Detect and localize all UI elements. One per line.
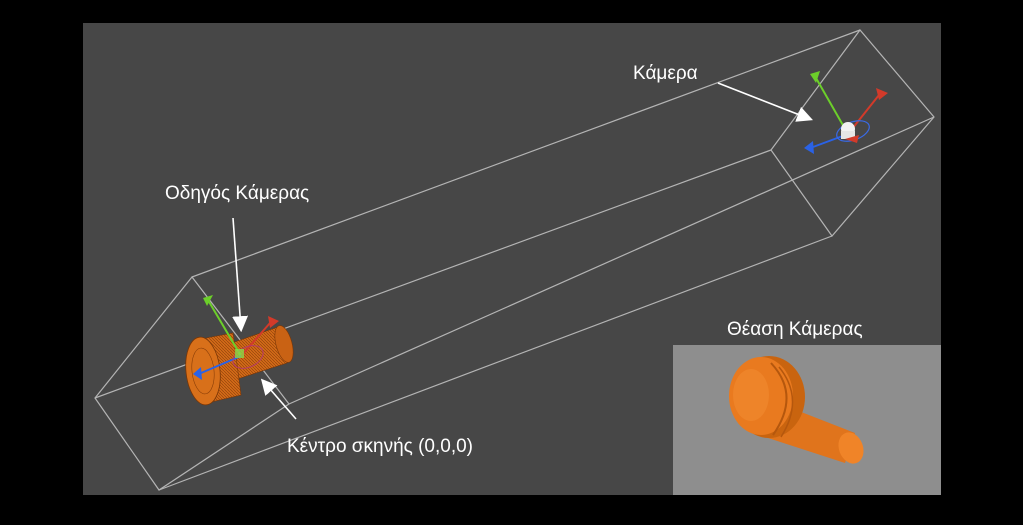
knob-cylinder-icon[interactable] bbox=[183, 324, 297, 407]
camera-gizmo-icon[interactable] bbox=[804, 71, 888, 154]
frustum-edge bbox=[158, 235, 833, 491]
frustum-edge bbox=[191, 29, 861, 278]
camera-label: Κάμερα bbox=[633, 63, 698, 84]
scene-center-label: Κέντρο σκηνής (0,0,0) bbox=[287, 436, 474, 457]
camera-target-label: Οδηγός Κάμερας bbox=[165, 183, 310, 204]
camera-view-label: Θέαση Κάμερας bbox=[727, 319, 863, 340]
scene-center-arrow bbox=[260, 378, 297, 420]
frustum-edge bbox=[288, 116, 935, 405]
scene-canvas[interactable] bbox=[83, 23, 941, 495]
camera-arrow bbox=[717, 82, 813, 122]
transform-axes-icon[interactable] bbox=[193, 295, 279, 380]
camera-view-object bbox=[729, 356, 864, 464]
annotation-arrows bbox=[232, 82, 813, 420]
camera-view-panel[interactable] bbox=[673, 345, 941, 495]
3d-viewport[interactable]: Κάμερα Οδηγός Κάμερας Κέντρο σκηνής (0,0… bbox=[83, 23, 941, 495]
camera-target-arrow bbox=[232, 217, 249, 333]
